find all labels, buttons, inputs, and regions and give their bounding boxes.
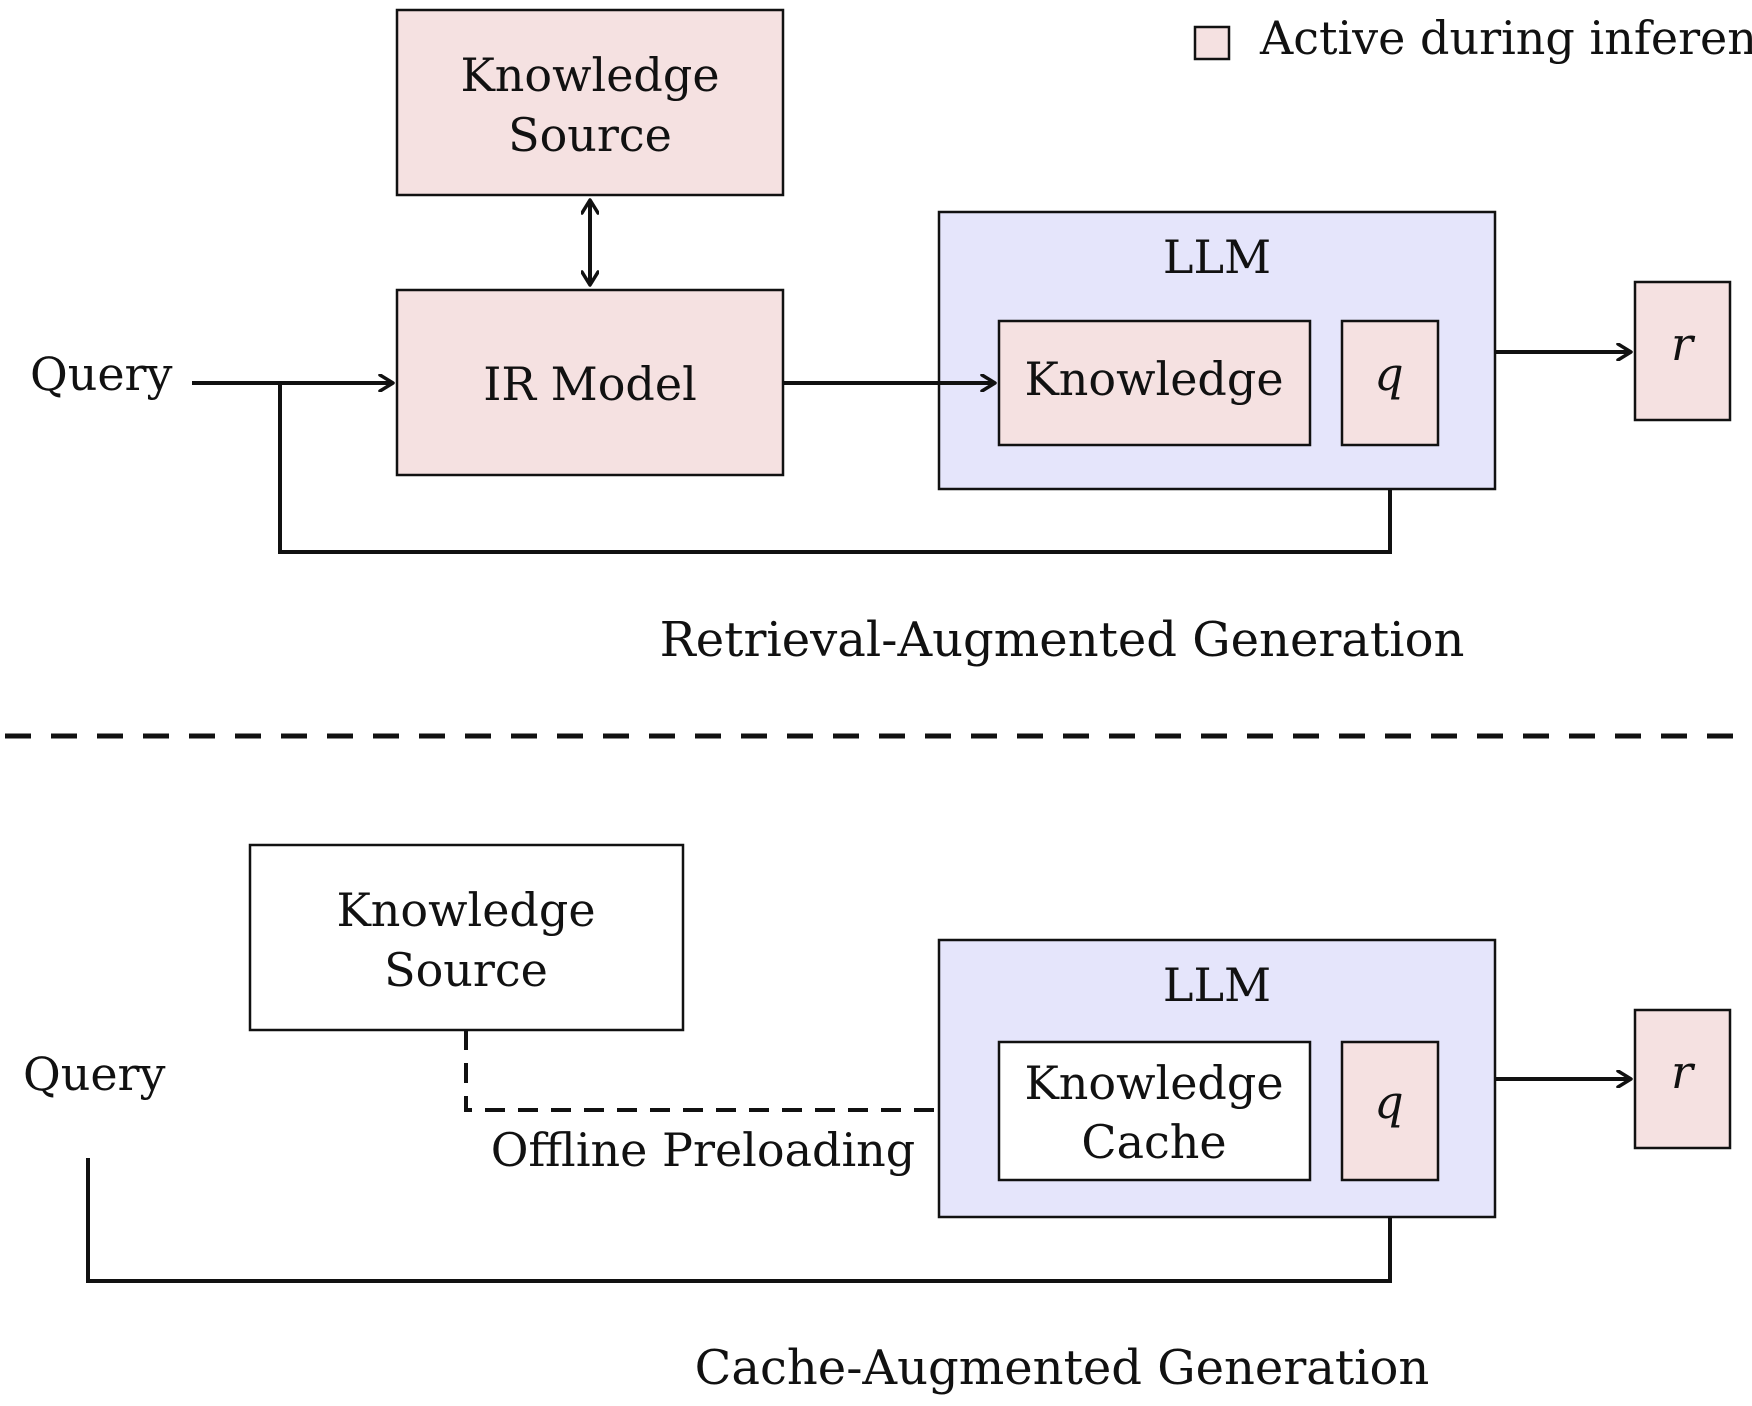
cag-offline-preloading-label: Offline Preloading: [491, 1123, 916, 1177]
cag-section: Knowledge Source Offline Preloading Quer…: [23, 843, 1732, 1396]
rag-r-box: [1633, 280, 1732, 422]
rag-knowledge-source-box: [395, 8, 785, 197]
rag-query-to-q-path: [278, 383, 1390, 554]
cag-offline-preloading-arrow: [464, 1030, 995, 1110]
rag-q-box: [1340, 319, 1440, 447]
legend-swatch: [1193, 25, 1231, 61]
rag-section: Knowledge Source IR Model Query LLM Know…: [30, 8, 1732, 668]
cag-knowledge-source-line1: Knowledge: [336, 883, 595, 937]
rag-knowledge-label: Knowledge: [1024, 352, 1283, 406]
cag-r-box: [1633, 1008, 1732, 1150]
cag-r-label: r: [1671, 1045, 1696, 1099]
rag-ir-model-box: [395, 288, 785, 477]
cag-query-label: Query: [23, 1047, 166, 1101]
rag-r-label: r: [1671, 317, 1696, 371]
rag-knowledge-source-line2: Source: [508, 108, 672, 162]
rag-caption: Retrieval-Augmented Generation: [660, 612, 1465, 668]
cag-llm-label: LLM: [1163, 958, 1271, 1012]
legend: Active during inference: [1193, 11, 1752, 65]
cag-query-to-q-path: [86, 1158, 1390, 1283]
rag-q-label: q: [1374, 347, 1403, 401]
rag-knowledge-box: [997, 319, 1312, 447]
cag-knowledge-cache-line1: Knowledge: [1024, 1056, 1283, 1110]
cag-q-label: q: [1374, 1075, 1403, 1129]
cag-knowledge-cache-line2: Cache: [1081, 1115, 1226, 1169]
rag-ir-model-label: IR Model: [483, 357, 697, 411]
rag-llm-label: LLM: [1163, 230, 1271, 284]
cag-q-box: [1340, 1040, 1440, 1182]
cag-caption: Cache-Augmented Generation: [695, 1340, 1430, 1396]
cag-knowledge-source-line2: Source: [384, 943, 548, 997]
legend-label: Active during inference: [1259, 11, 1752, 65]
cag-knowledge-source-box: [248, 843, 685, 1032]
rag-knowledge-source-line1: Knowledge: [460, 48, 719, 102]
cag-knowledge-cache-box: [997, 1040, 1312, 1182]
rag-query-label: Query: [30, 347, 173, 401]
